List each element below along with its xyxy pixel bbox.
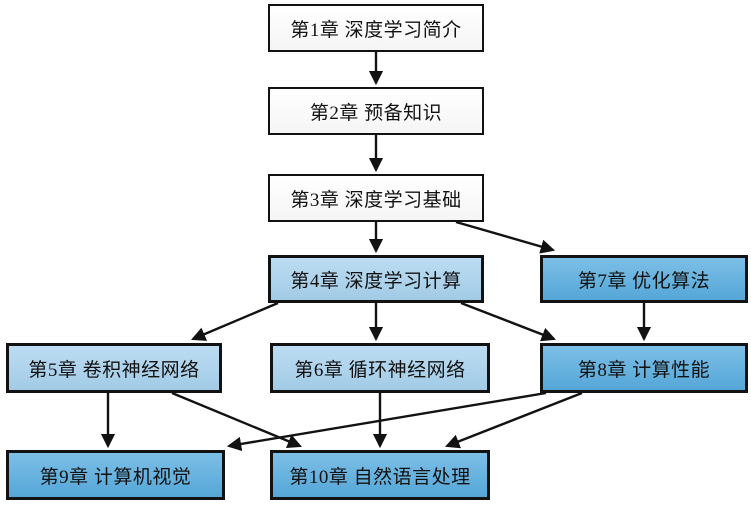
node-chapter-9: 第9章 计算机视觉 xyxy=(6,450,225,500)
edge-ch4-ch8 xyxy=(460,301,557,342)
node-chapter-10: 第10章 自然语言处理 xyxy=(270,450,490,500)
node-chapter-5: 第5章 卷积神经网络 xyxy=(6,343,222,393)
edge-ch8-ch9 xyxy=(226,391,547,452)
node-chapter-1: 第1章 深度学习简介 xyxy=(268,4,484,52)
node-chapter-8: 第8章 计算性能 xyxy=(540,343,748,393)
edge-ch8-ch10 xyxy=(444,391,583,449)
node-chapter-4: 第4章 深度学习计算 xyxy=(268,255,484,303)
node-chapter-3: 第3章 深度学习基础 xyxy=(268,174,484,222)
node-chapter-7: 第7章 优化算法 xyxy=(540,255,748,303)
edge-ch3-ch7 xyxy=(455,220,556,254)
edge-ch4-ch5 xyxy=(191,301,279,341)
node-chapter-6: 第6章 循环神经网络 xyxy=(270,343,490,393)
node-chapter-2: 第2章 预备知识 xyxy=(268,87,484,135)
